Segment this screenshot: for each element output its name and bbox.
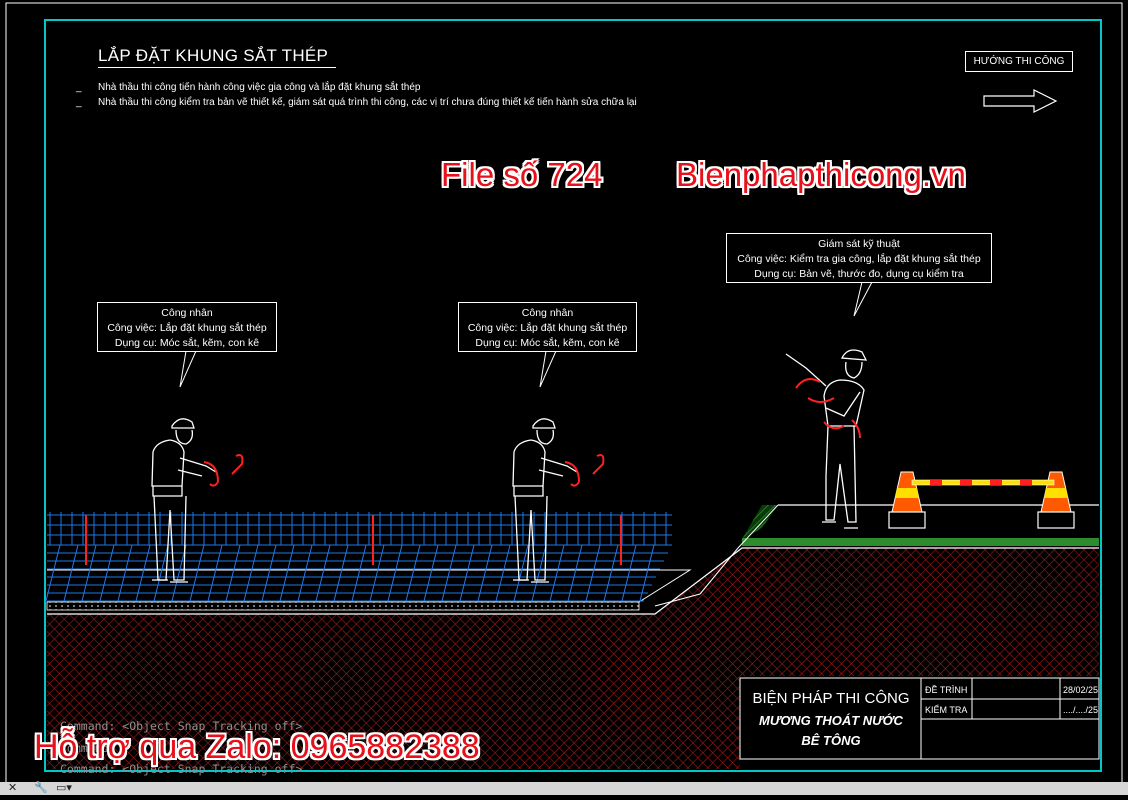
rebar-bar	[351, 544, 367, 602]
callout-task: Công việc: Kiểm tra gia công, lắp đặt kh…	[737, 253, 981, 265]
rebar-bar	[639, 544, 655, 602]
command-history-line: Command: <Object Snap Tracking off>	[60, 719, 303, 733]
callout-pointers	[179, 281, 873, 388]
command-status-bar: ✕ 🔧 ▭▾	[0, 782, 1128, 795]
note-bullet: _	[76, 82, 82, 93]
hook-tool-icon	[203, 454, 244, 487]
rebar-bar	[171, 544, 187, 602]
rebar-bar	[405, 544, 421, 602]
note-line: Nhà thầu thi công kiểm tra bản vẽ thiết …	[98, 97, 637, 108]
supervisor-callout: Giám sát kỹ thuật Công việc: Kiểm tra gi…	[726, 233, 992, 283]
rebar-bar	[423, 544, 439, 602]
tb-project-line2: MƯƠNG THOÁT NƯỚC	[759, 713, 903, 728]
rebar-bar	[153, 544, 169, 602]
command-history-line: Command: <Object Snap Tracking off>	[60, 762, 303, 776]
supervisor-figure-icon	[785, 349, 868, 529]
rebar-bar	[243, 544, 259, 602]
rebar-bar	[531, 544, 547, 602]
rebar-bar	[63, 544, 79, 602]
rebar-bar	[189, 544, 205, 602]
rebar-bar	[135, 544, 151, 602]
rebar-bar	[45, 544, 61, 602]
command-history-line: Command:	[60, 741, 116, 755]
callout-tools: Dụng cụ: Móc sắt, kẽm, con kê	[475, 337, 620, 349]
rebar-bar	[603, 544, 619, 602]
worker-callout: Công nhân Công việc: Lắp đặt khung sắt t…	[458, 302, 637, 352]
callout-task: Công việc: Lắp đặt khung sắt thép	[467, 322, 628, 334]
tb-project-line3: BÊ TÔNG	[801, 733, 861, 748]
worker-figure-icon	[151, 418, 217, 583]
rebar-bar	[477, 544, 493, 602]
close-icon[interactable]: ✕	[8, 782, 18, 794]
wrench-icon[interactable]: 🔧	[34, 782, 48, 794]
rebar-bar	[369, 544, 385, 602]
rebar-bar	[117, 544, 133, 602]
rebar-wall	[47, 512, 672, 545]
worker-figure-icon	[512, 418, 578, 583]
callout-tools: Dụng cụ: Bản vẽ, thước đo, dụng cụ kiểm …	[754, 268, 964, 280]
ground-line	[47, 547, 1099, 615]
rebar-bar	[495, 544, 511, 602]
callout-task: Công việc: Lắp đặt khung sắt thép	[107, 322, 267, 334]
website-watermark: Bienphapthicong.vn	[676, 156, 966, 193]
rebar-bar	[567, 544, 583, 602]
soil-hatch	[47, 548, 1099, 769]
note-bullet: _	[76, 97, 82, 108]
harness-icon	[795, 378, 861, 439]
tb-submit-date: 28/02/25	[1063, 685, 1099, 695]
drawing-title: LẮP ĐẶT KHUNG SẮT THÉP	[98, 46, 329, 65]
command-prompt-icon[interactable]: ▭▾	[56, 782, 72, 794]
rebar-bar	[549, 544, 565, 602]
title-block	[739, 677, 1100, 760]
rebar-bar	[585, 544, 601, 602]
rebar-bar	[225, 544, 241, 602]
tb-check-label: KIỂM TRA	[925, 705, 968, 715]
rebar-bar	[387, 544, 403, 602]
zalo-support-watermark: Hỗ trợ qua Zalo: 0965882388	[34, 728, 480, 766]
title-underline	[98, 67, 336, 68]
rebar-bar	[297, 544, 313, 602]
tb-check-date: ..../..../25	[1063, 705, 1099, 715]
callout-role: Công nhân	[521, 307, 574, 319]
rebar-bar	[333, 544, 349, 602]
rebar-mesh-bottom	[45, 544, 672, 602]
rebar-bar	[441, 544, 457, 602]
survey-markers	[85, 515, 622, 565]
hook-tool-icon	[564, 454, 605, 487]
rebar-bar	[279, 544, 295, 602]
rebar-bar	[315, 544, 331, 602]
drawing-frame	[44, 19, 1102, 772]
grass-strip	[742, 538, 1099, 546]
tb-project-line1: BIỆN PHÁP THI CÔNG	[752, 690, 910, 707]
callout-tools: Dụng cụ: Móc sắt, kẽm, con kê	[114, 337, 260, 349]
note-line: Nhà thầu thi công tiến hành công việc gi…	[98, 82, 421, 93]
rebar-bar	[81, 544, 97, 602]
right-arrow-icon	[983, 89, 1058, 113]
barrier-bar	[911, 479, 1055, 486]
file-number-watermark: File số 724	[441, 156, 603, 193]
callout-role: Công nhân	[161, 307, 213, 319]
rebar-bar	[99, 544, 115, 602]
tb-submit-label: ĐỀ TRÌNH	[925, 685, 968, 695]
rebar-bar	[621, 544, 637, 602]
rebar-bar	[513, 544, 529, 602]
rebar-bar	[261, 544, 277, 602]
construction-direction-label: HƯỚNG THI CÔNG	[965, 51, 1073, 72]
rebar-bar	[207, 544, 223, 602]
callout-role: Giám sát kỹ thuật	[818, 238, 900, 250]
lean-concrete-edge	[47, 569, 692, 603]
lean-concrete-layer	[46, 601, 640, 611]
rebar-bar	[459, 544, 475, 602]
slope-face	[654, 504, 779, 607]
worker-callout: Công nhân Công việc: Lắp đặt khung sắt t…	[97, 302, 277, 352]
